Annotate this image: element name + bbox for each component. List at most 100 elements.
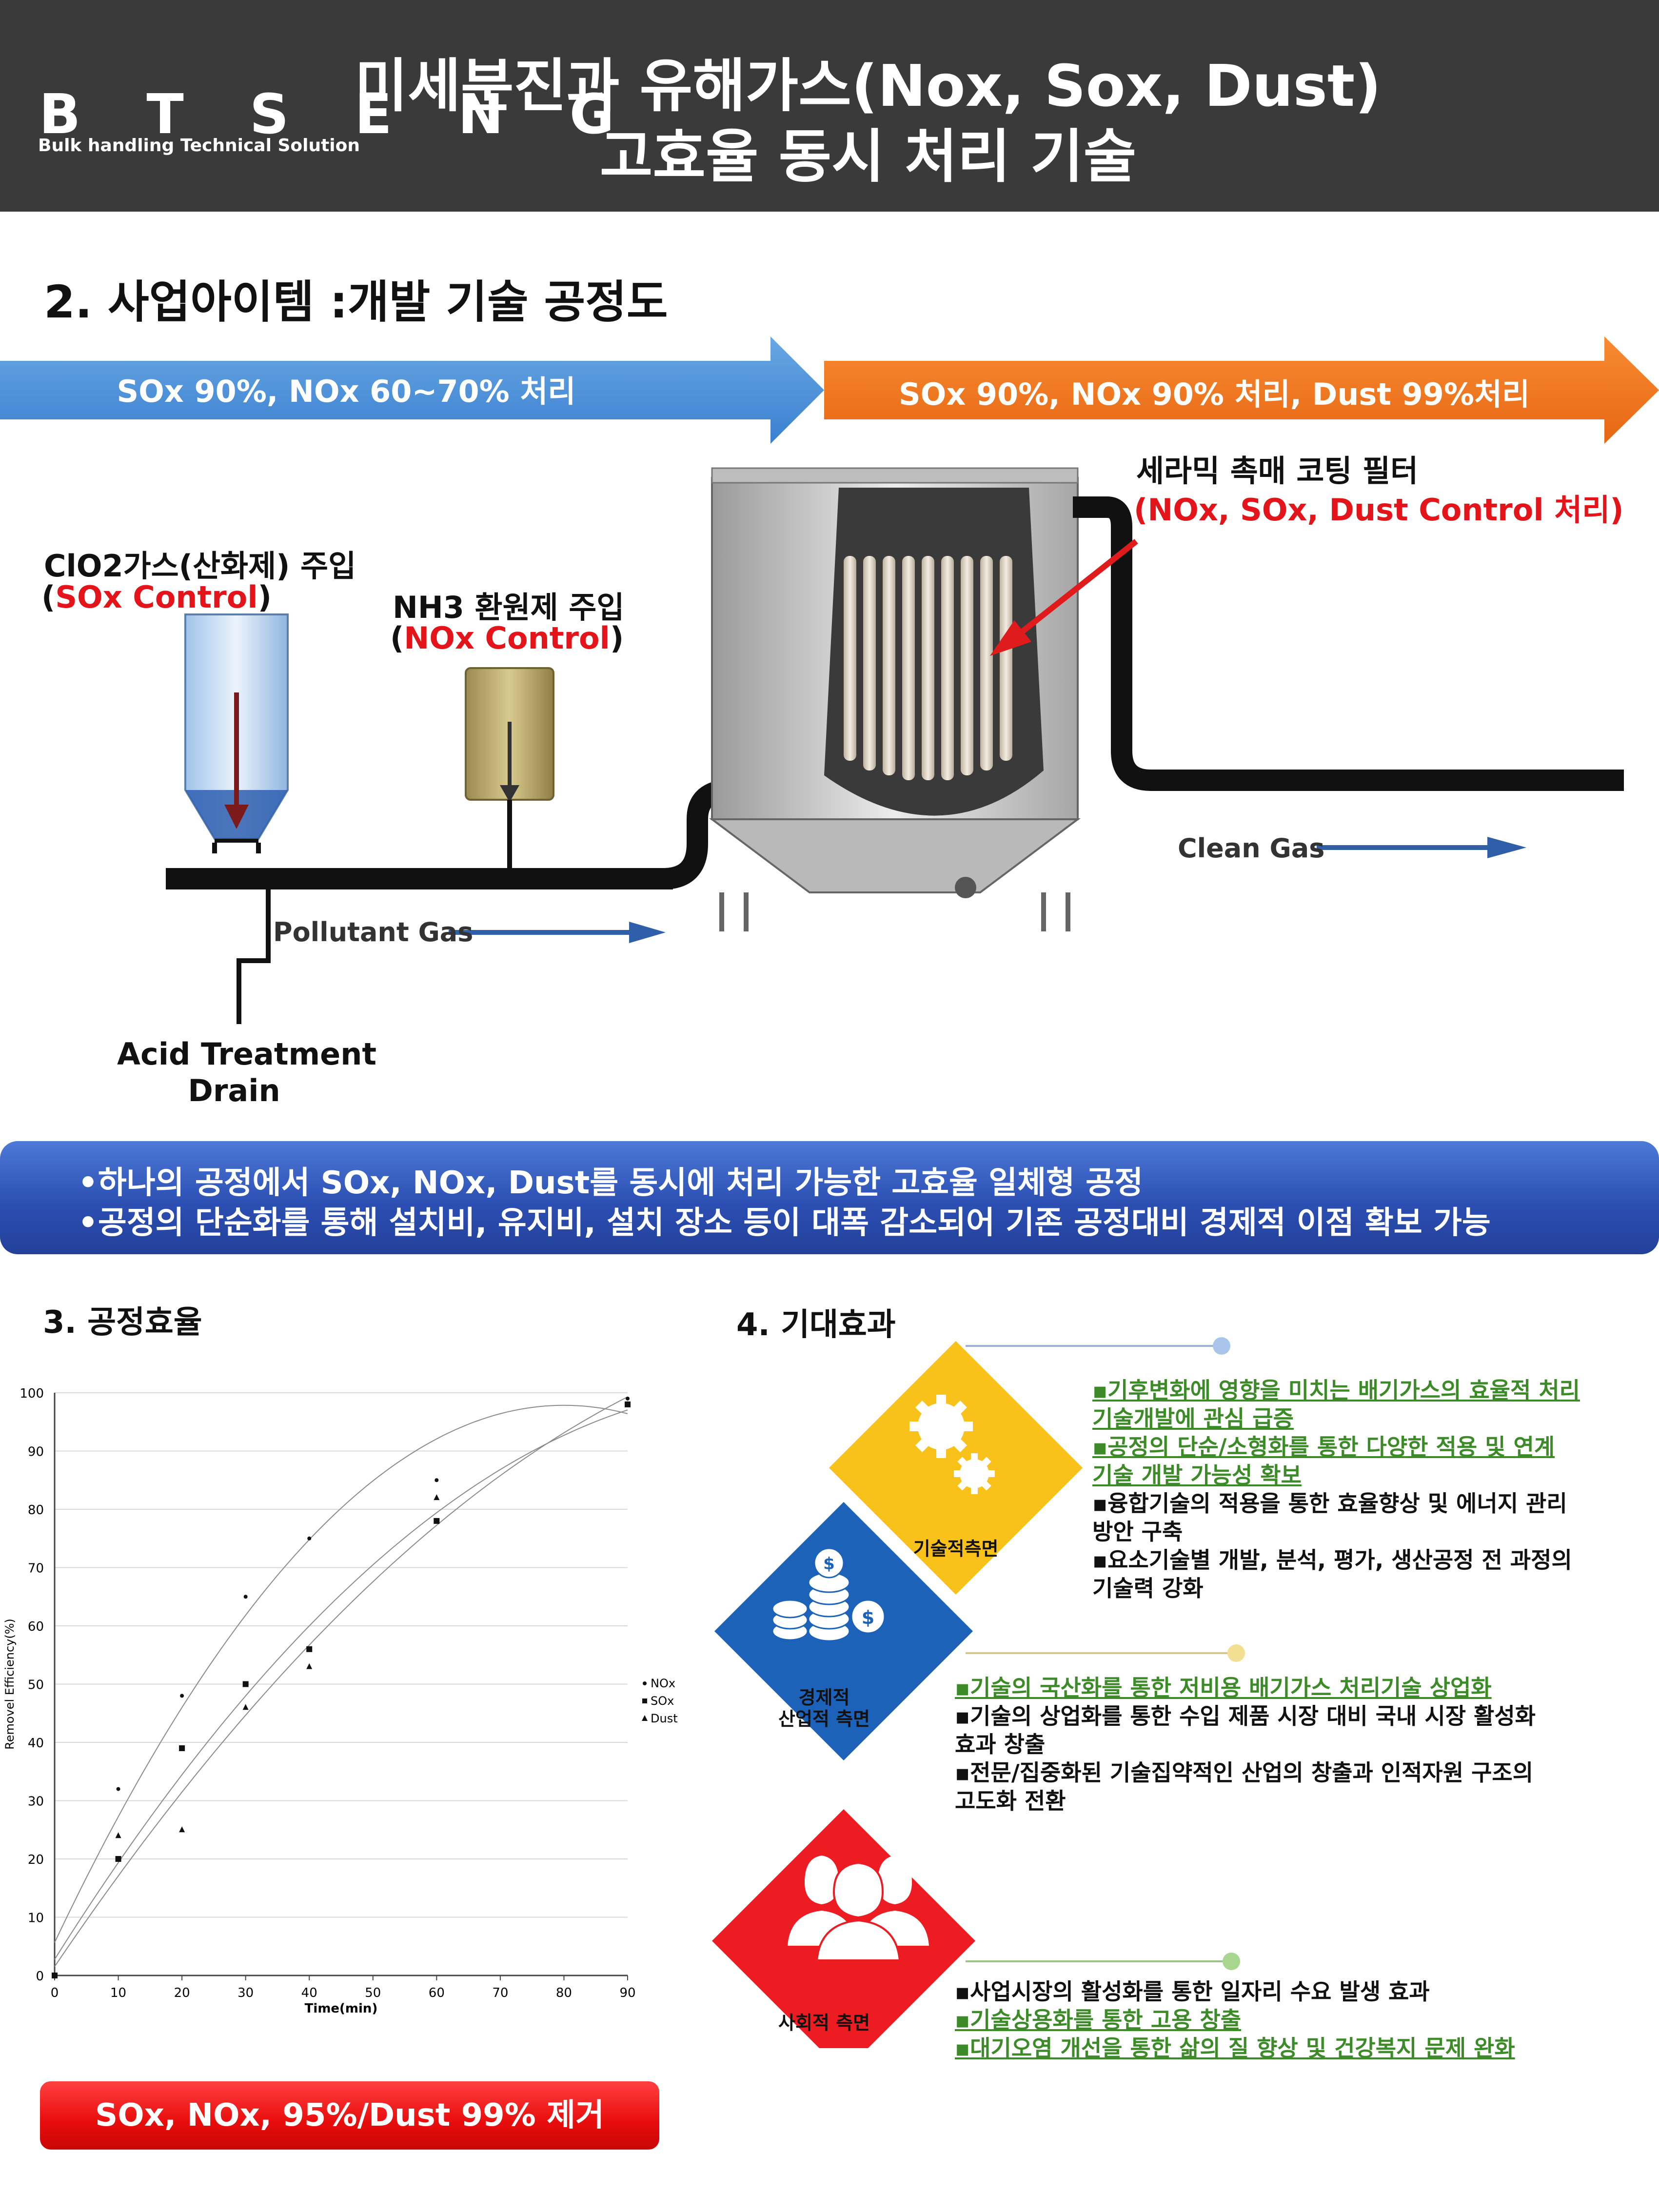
data-point-dust	[179, 1826, 185, 1833]
effect-item: ▪대기오염 개선을 통한 삶의 질 향상 및 건강복지 문제 완화	[955, 2035, 1515, 2061]
data-point-sox	[306, 1646, 313, 1652]
coins-icon	[771, 1547, 886, 1642]
header-bar	[0, 0, 1659, 212]
svg-text:$: $	[823, 1554, 835, 1574]
y-tick-label: 100	[20, 1386, 44, 1401]
blue-dot	[1213, 1337, 1230, 1355]
effect-item: 방안 구축	[1092, 1519, 1183, 1545]
effect-item: ▪기술의 상업화를 통한 수입 제품 시장 대비 국내 시장 활성화	[955, 1703, 1536, 1729]
summary-banner	[0, 1141, 1659, 1254]
legend-label: SOx	[651, 1694, 674, 1708]
data-point-dust	[52, 1972, 58, 1978]
company-logo: B T S E N G	[39, 83, 638, 146]
data-point-sox	[115, 1856, 121, 1862]
trend-line-nox	[54, 1404, 628, 1943]
y-tick-label: 60	[28, 1620, 44, 1634]
y-tick-label: 10	[28, 1911, 44, 1926]
process-diagram	[166, 467, 1624, 1024]
clean-gas-label: Clean Gas	[1178, 833, 1325, 864]
effect-item: ▪공정의 단순/소형화를 통한 다양한 적용 및 연계	[1092, 1434, 1555, 1460]
effect-item: ▪전문/집중화된 기술집약적인 산업의 창출과 인적자원 구조의	[955, 1759, 1534, 1786]
nh3-label: NH3 환원제 주입	[393, 590, 625, 625]
data-point-dust	[434, 1494, 440, 1501]
y-tick-label: 50	[28, 1678, 44, 1693]
data-point-sox	[434, 1518, 440, 1524]
svg-text:$: $	[862, 1607, 874, 1628]
x-tick-label: 30	[237, 1986, 254, 2000]
page-title-line1: 미세분진과 유해가스(Nox, Sox, Dust)	[355, 52, 1382, 119]
pollutant-flow-arrow	[449, 922, 666, 943]
nh3-control-label: (NOx Control)	[390, 620, 624, 656]
people-icon	[788, 1856, 929, 1961]
effect-item: 기술개발에 관심 급증	[1092, 1405, 1294, 1432]
legend-marker	[642, 1715, 648, 1721]
y-tick-label: 30	[28, 1795, 44, 1809]
x-axis-label: Time(min)	[305, 2001, 378, 2016]
data-point-nox	[434, 1478, 439, 1482]
baghouse-filter	[709, 467, 1081, 931]
green-dot	[1223, 1953, 1240, 1970]
econ-label-2: 산업적 측면	[778, 1708, 870, 1730]
y-tick-label: 20	[28, 1853, 44, 1867]
stage-arrows	[0, 336, 1659, 444]
pollutant-gas-label: Pollutant Gas	[273, 917, 474, 948]
y-axis-label: Removel Efficiency(%)	[3, 1619, 17, 1750]
clean-flow-arrow	[1317, 837, 1526, 858]
social-effects-list: ▪사업시장의 활성화를 통한 일자리 수요 발생 효과▪기술상용화를 통한 고용…	[955, 1977, 1515, 2062]
x-tick-label: 60	[429, 1986, 445, 2000]
trend-line-dust	[54, 1396, 628, 1967]
clo2-control-label: (SOx Control)	[41, 579, 272, 615]
effect-item: ▪기술상용화를 통한 고용 창출	[955, 2007, 1242, 2033]
data-point-dust	[115, 1832, 121, 1838]
y-tick-label: 80	[28, 1503, 44, 1518]
clean-gas-pipe	[1073, 496, 1624, 791]
filter-control-label: (NOx, SOx, Dust Control 처리)	[1134, 492, 1624, 528]
x-tick-label: 20	[174, 1986, 190, 2000]
data-point-dust	[306, 1663, 313, 1669]
stage2-label: SOx 90%, NOx 90% 처리, Dust 99%처리	[898, 376, 1530, 412]
data-point-nox	[180, 1694, 184, 1698]
nh3-tank	[465, 667, 554, 868]
data-point-nox	[116, 1787, 120, 1791]
effect-item: ▪융합기술의 적용을 통한 효율향상 및 에너지 관리	[1092, 1490, 1567, 1517]
social-label: 사회적 측면	[778, 2012, 870, 2034]
effect-item: 기술 개발 가능성 확보	[1092, 1462, 1302, 1488]
page-title-line2: 고효율 동시 처리 기술	[599, 123, 1137, 190]
section3-heading: 3. 공정효율	[43, 1304, 202, 1341]
tech-effects-list: ▪기후변화에 영향을 미치는 배기가스의 효율적 처리 기술개발에 관심 급증▪…	[1092, 1376, 1580, 1602]
x-tick-label: 70	[492, 1986, 508, 2000]
y-tick-label: 40	[28, 1736, 44, 1751]
y-tick-label: 0	[36, 1969, 44, 1984]
effect-item: ▪요소기술별 개발, 분석, 평가, 생산공정 전 과정의	[1092, 1547, 1572, 1573]
effect-item: 효과 창출	[955, 1731, 1046, 1758]
result-badge: SOx, NOx, 95%/Dust 99% 제거	[40, 2081, 659, 2150]
clo2-hopper	[184, 613, 289, 853]
data-point-nox	[243, 1595, 248, 1599]
legend-marker	[642, 1698, 647, 1703]
legend-label: NOx	[651, 1677, 675, 1690]
effect-item: 기술력 강화	[1092, 1575, 1204, 1601]
section2-heading: 2. 사업아이템 :개발 기술 공정도	[44, 276, 668, 328]
clo2-label: ClO2가스(산화제) 주입	[44, 548, 356, 584]
x-tick-label: 80	[556, 1986, 572, 2000]
x-tick-label: 50	[365, 1986, 381, 2000]
effects-diagram: $ $	[712, 1337, 1245, 2048]
x-tick-label: 10	[110, 1986, 126, 2000]
section4-heading: 4. 기대효과	[736, 1307, 896, 1343]
effect-item: ▪기후변화에 영향을 미치는 배기가스의 효율적 처리	[1092, 1377, 1580, 1403]
legend-label: Dust	[651, 1712, 678, 1725]
econ-effects-list: ▪기술의 국산화를 통한 저비용 배기가스 처리기술 상업화▪기술의 상업화를 …	[955, 1674, 1536, 1815]
effect-item: ▪기술의 국산화를 통한 저비용 배기가스 처리기술 상업화	[955, 1675, 1492, 1701]
effect-item: ▪사업시장의 활성화를 통한 일자리 수요 발생 효과	[955, 1978, 1430, 2005]
x-tick-label: 40	[301, 1986, 317, 2000]
econ-label-1: 경제적	[798, 1687, 850, 1708]
filter-label: 세라믹 촉매 코팅 필터	[1136, 453, 1419, 489]
stage2-arrow	[824, 336, 1659, 444]
x-tick-label: 0	[51, 1986, 59, 2000]
acid-drain-label-2: Drain	[188, 1073, 280, 1108]
stage1-label: SOx 90%, NOx 60~70% 처리	[117, 374, 576, 409]
tech-label: 기술적측면	[913, 1538, 999, 1560]
y-tick-label: 70	[28, 1561, 44, 1576]
acid-drain-label-1: Acid Treatment	[117, 1036, 376, 1072]
